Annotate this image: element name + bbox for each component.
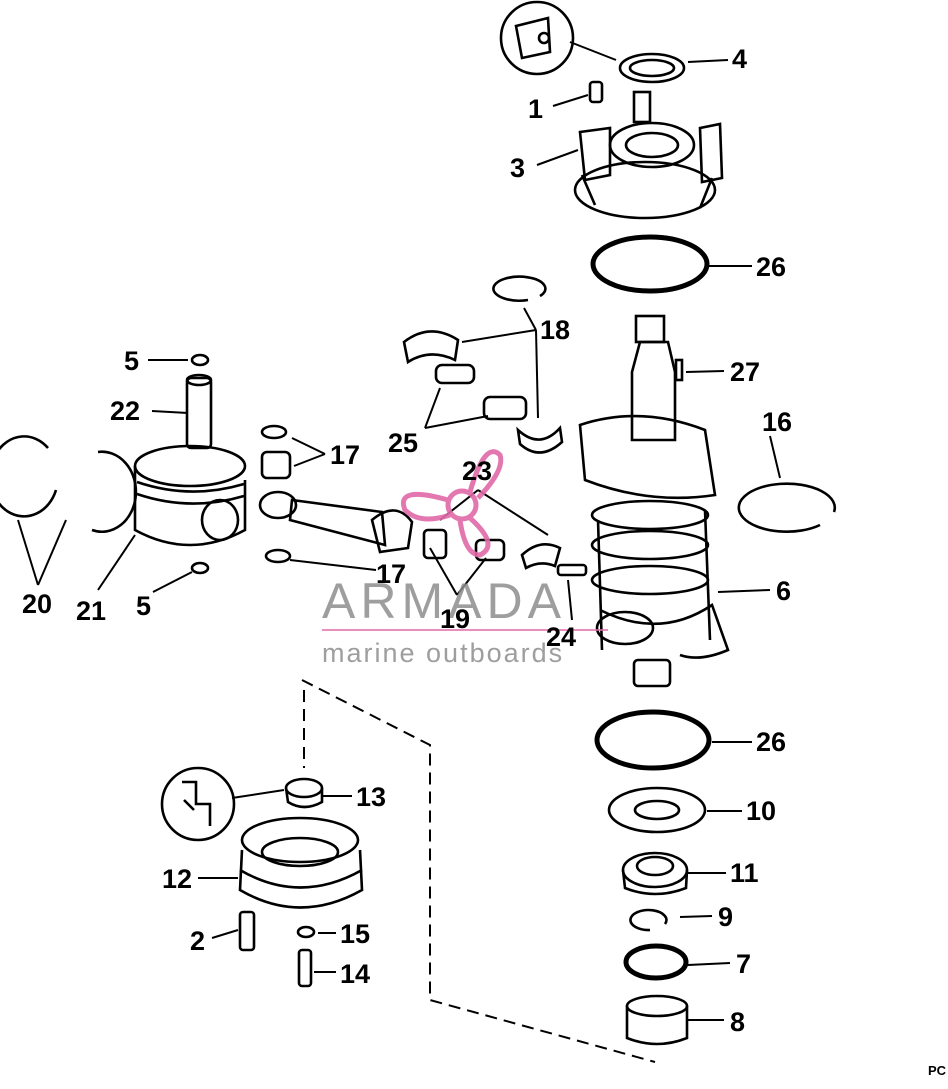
callout-label: 26	[756, 727, 786, 757]
part-8-sleeve	[625, 994, 689, 1046]
callout-label: 13	[356, 782, 386, 812]
callout-label: 9	[718, 902, 733, 932]
part-10-seal-plate	[607, 786, 707, 834]
callout-label: 14	[340, 959, 370, 989]
part-15-washer	[296, 925, 316, 939]
callout-label: 20	[22, 589, 52, 619]
callout-label: 23	[462, 456, 492, 486]
callout-label: 21	[76, 596, 106, 626]
watermark-brand: ARMADA	[322, 573, 566, 629]
page-code: PC	[928, 1063, 947, 1078]
callout-label: 18	[540, 315, 570, 345]
part-11-ball-bearing	[621, 851, 689, 896]
part-6-crankshaft	[578, 314, 730, 688]
callout-label: 3	[510, 153, 525, 183]
detail-callout-bottom	[160, 766, 285, 842]
callout-label: 4	[732, 44, 747, 74]
part-19-rod-cap-parts	[422, 528, 562, 570]
part-18-retaining-ring	[492, 275, 547, 302]
callout-label: 24	[546, 622, 576, 652]
callout-label: 16	[762, 407, 792, 437]
detail-callout-top	[499, 0, 617, 76]
callout-label: 11	[730, 858, 759, 888]
part-9-retaining-ring	[629, 908, 668, 932]
part-2-screw	[238, 910, 256, 952]
callout-label: 8	[730, 1007, 745, 1037]
callout-label: 19	[440, 604, 470, 634]
part-22-wrist-pin	[185, 373, 213, 450]
part-27-key	[674, 358, 684, 382]
part-25-bearing-halves	[402, 330, 564, 454]
propeller-logo-icon	[401, 449, 504, 558]
callout-label: 5	[124, 346, 139, 376]
alignment-dashed-lines	[301, 679, 656, 1063]
callout-label: 5	[136, 591, 151, 621]
callout-label: 15	[340, 919, 370, 949]
part-20-piston-rings	[0, 435, 138, 534]
part-3-upper-bearing-housing	[573, 90, 724, 220]
part-13-seal	[284, 777, 324, 809]
callout-numbers: 1 2 3 4 5 5 6 7 8 9 10 11 12 13 14 15 16…	[22, 44, 792, 1037]
callout-label: 27	[730, 357, 760, 387]
part-24-bolt	[556, 563, 588, 577]
callout-label: 7	[736, 949, 751, 979]
callout-label: 2	[190, 926, 205, 956]
callout-label: 6	[776, 576, 791, 606]
callout-label: 17	[376, 559, 406, 589]
leader-lines	[17, 59, 781, 1021]
armada-watermark: ARMADA marine outboards	[322, 449, 608, 668]
part-5-clip-top	[190, 353, 210, 367]
part-26-oring-lower	[594, 709, 712, 771]
part-21-piston	[133, 444, 247, 547]
part-12-lower-bearing-housing	[238, 816, 364, 909]
callout-label: 25	[388, 428, 418, 458]
part-26-oring-upper	[590, 234, 710, 294]
part-4-seal-ring	[618, 52, 686, 84]
part-14-screw	[297, 948, 313, 988]
callout-label: 1	[528, 94, 543, 124]
callout-label: 22	[110, 396, 140, 426]
watermark-tagline: marine outboards	[322, 638, 564, 668]
part-17-needle-bearing	[260, 424, 292, 564]
connecting-rod	[258, 490, 414, 554]
callout-label: 10	[746, 796, 776, 826]
part-7-oil-seal	[623, 943, 689, 981]
part-16-retaining-ring	[737, 482, 837, 533]
callout-label: 12	[162, 864, 192, 894]
part-1-screw	[588, 80, 604, 104]
part-5-clip-bottom	[190, 561, 210, 575]
callout-label: 26	[756, 252, 786, 282]
callout-label: 17	[330, 440, 360, 470]
